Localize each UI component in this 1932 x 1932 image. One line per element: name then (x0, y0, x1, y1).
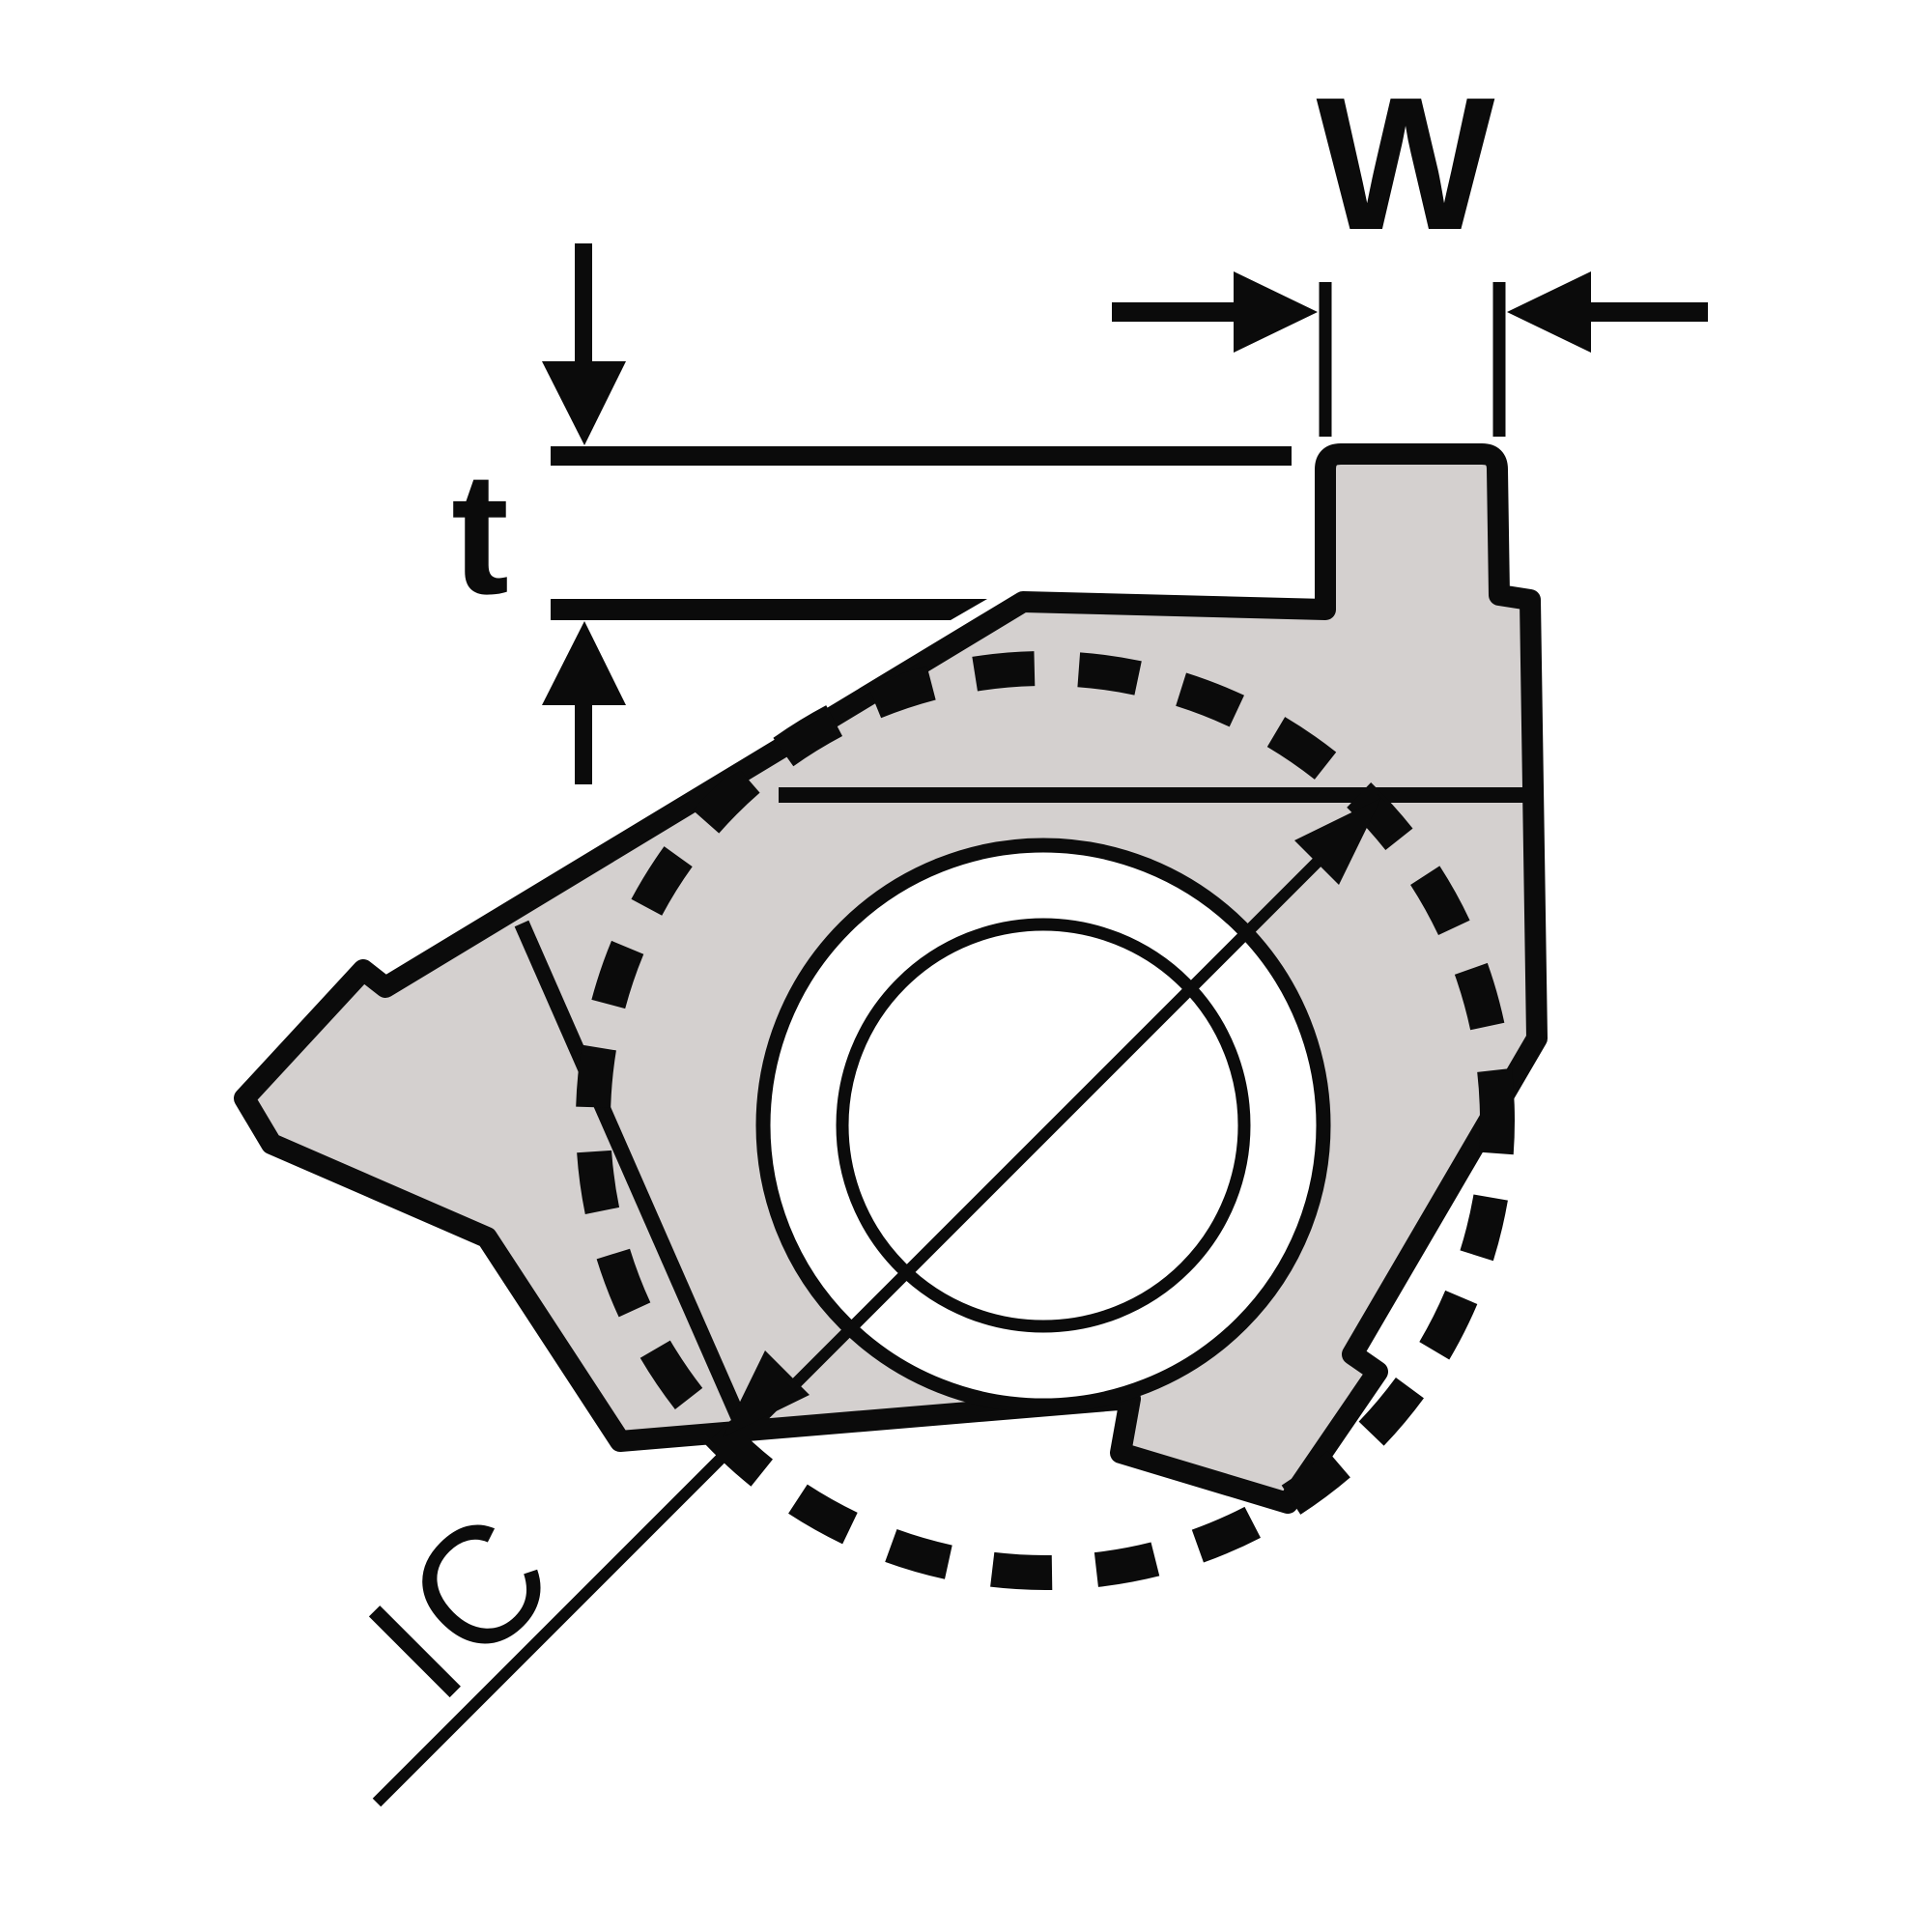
inscribed-circle-dashed (576, 651, 1515, 1590)
ic-dimension-label: IC (333, 1474, 593, 1734)
left-chord-line (514, 920, 752, 1434)
w-right-arrowhead-icon (1507, 271, 1591, 353)
w-left-arrowhead-icon (1234, 271, 1318, 353)
t-dimension-label: t (451, 437, 509, 631)
ic-dimension-line (372, 793, 1386, 1807)
hole-inner-circle (836, 918, 1251, 1333)
t-lower-arrowhead-icon (542, 621, 626, 705)
ic-arrowhead-upper-icon (1294, 798, 1381, 885)
w-dimension-label: W (1317, 58, 1495, 270)
ic-arrowhead-lower-icon (723, 1350, 810, 1437)
t-upper-arrowhead-icon (542, 361, 626, 445)
t-dim-bottom-line (551, 599, 987, 620)
